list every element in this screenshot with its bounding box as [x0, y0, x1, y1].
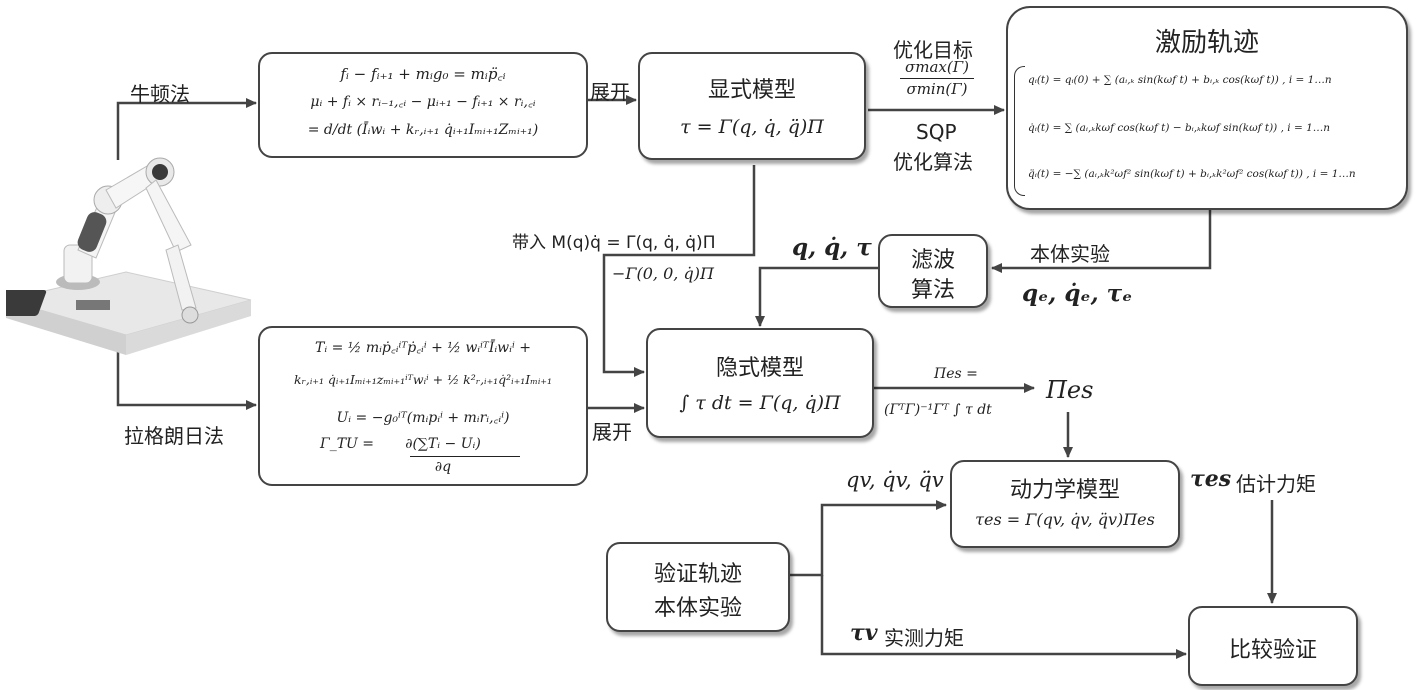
lagrange-eq-gamma-num: ∂(∑Tᵢ − Uᵢ) [405, 436, 481, 452]
measured-torque-symbol: τv [850, 620, 878, 646]
lagrange-eq-kinetic: Tᵢ = ½ mᵢṗ꜀ᵢⁱᵀṗ꜀ᵢⁱ + ½ wᵢⁱᵀĪᵢwᵢⁱ + [315, 340, 531, 356]
optimization-algorithm-label: 优化算法 [893, 150, 973, 174]
substitution-line-1: 带入 M(q)q̇ = Γ(q, q̇, q̇)Π [512, 233, 716, 253]
excitation-trajectory-title: 激励轨迹 [1154, 28, 1259, 58]
dynamics-model-title: 动力学模型 [1009, 478, 1120, 503]
estimated-torque-symbol: τes [1190, 466, 1232, 492]
implicit-model-equation: ∫ τ dt = Γ(q, q̇)Π [679, 392, 841, 414]
explicit-model-equation: τ = Γ(q, q̇, q̈)Π [680, 116, 824, 138]
excitation-eq-velocity: q̇ᵢ(t) = ∑ (aᵢ,ₖkωf cos(kωf t) − bᵢ,ₖkωf… [1028, 122, 1331, 134]
lagrange-eq-gamma-lhs: Γ_TU = [320, 436, 375, 452]
validation-trajectory-box: 验证轨迹 本体实验 [606, 542, 790, 632]
expand-label-top: 展开 [590, 80, 630, 104]
compare-verify-title: 比较验证 [1228, 638, 1317, 663]
pi-estimate-formula-top: Πes = [934, 366, 978, 382]
measured-torque-label: 实测力矩 [884, 626, 964, 650]
body-experiment-label: 本体实验 [1030, 242, 1110, 266]
filter-title-line-2: 算法 [910, 278, 955, 303]
newton-method-label: 牛顿法 [130, 82, 190, 106]
expand-label-bottom: 展开 [592, 420, 632, 444]
robot-arm-image [6, 157, 252, 355]
ratio-numerator: σmax(Γ) [905, 58, 969, 76]
lagrange-eq-gamma-den: ∂q [434, 459, 452, 475]
excitation-trajectory-box: 激励轨迹 qᵢ(t) = qᵢ(0) + ∑ (aᵢ,ₖ sin(kωf t) … [1006, 6, 1408, 210]
pi-estimate-result: Πes [1046, 376, 1094, 404]
explicit-model-title: 显式模型 [707, 78, 796, 103]
excitation-eq-position: qᵢ(t) = qᵢ(0) + ∑ (aᵢ,ₖ sin(kωf t) + bᵢ,… [1028, 74, 1332, 86]
explicit-model-box: 显式模型 τ = Γ(q, q̇, q̈)Π [638, 52, 866, 160]
lagrange-equations-box: Tᵢ = ½ mᵢṗ꜀ᵢⁱᵀṗ꜀ᵢⁱ + ½ wᵢⁱᵀĪᵢwᵢⁱ + kᵣ,ᵢ₊… [258, 326, 588, 486]
implicit-model-box: 隐式模型 ∫ τ dt = Γ(q, q̇)Π [646, 328, 874, 438]
excitation-eq-acceleration: q̈ᵢ(t) = −∑ (aᵢ,ₖk²ωf² sin(kωf t) + bᵢ,ₖ… [1028, 168, 1356, 180]
pi-estimate-formula-bottom: (ΓᵀΓ)⁻¹Γᵀ ∫ τ dt [884, 402, 992, 418]
experiment-signals-label: qₑ, q̇ₑ, τₑ [1022, 280, 1133, 307]
filtered-signals-label: q, q̇, τ [792, 234, 872, 261]
newton-equations-box: fᵢ − fᵢ₊₁ + mᵢg₀ = mᵢp̈꜀ᵢ μᵢ + fᵢ × rᵢ₋₁… [258, 52, 588, 158]
newton-eq-derivative: = d/dt (Īᵢwᵢ + kᵣ,ᵢ₊₁ q̇ᵢ₊₁Iₘᵢ₊₁Zₘᵢ₊₁) [307, 122, 539, 138]
dynamics-model-equation: τes = Γ(qv, q̇v, q̈v)Πes [975, 510, 1155, 529]
newton-eq-moment: μᵢ + fᵢ × rᵢ₋₁,꜀ᵢ − μᵢ₊₁ − fᵢ₊₁ × rᵢ,꜀ᵢ [310, 94, 536, 110]
lagrange-fraction-bar [410, 456, 520, 457]
ratio-fraction-bar [900, 78, 974, 79]
implicit-model-title: 隐式模型 [715, 356, 804, 381]
sqp-label: SQP [916, 120, 957, 144]
ratio-denominator: σmin(Γ) [906, 80, 968, 98]
newton-eq-force: fᵢ − fᵢ₊₁ + mᵢg₀ = mᵢp̈꜀ᵢ [340, 65, 506, 83]
validation-trajectory-line-2: 本体实验 [653, 596, 742, 621]
substitution-line-2: −Γ(0, 0, q̇)Π [612, 264, 714, 283]
dynamics-model-box: 动力学模型 τes = Γ(qv, q̇v, q̈v)Πes [950, 460, 1180, 548]
filter-title-line-1: 滤波 [910, 248, 955, 273]
compare-verify-box: 比较验证 [1188, 606, 1358, 686]
estimated-torque-label: 估计力矩 [1236, 472, 1316, 496]
lagrange-method-label: 拉格朗日法 [124, 424, 224, 448]
verify-signals-label: qv, q̇v, q̈v [846, 468, 944, 492]
lagrange-eq-kinetic-cont: kᵣ,ᵢ₊₁ q̇ᵢ₊₁Iₘᵢ₊₁zₘᵢ₊₁ⁱᵀwᵢⁱ + ½ k²ᵣ,ᵢ₊₁q… [293, 372, 553, 387]
optimization-target-label: 优化目标 [893, 38, 973, 62]
lagrange-eq-potential: Uᵢ = −g₀ⁱᵀ(mᵢpᵢⁱ + mᵢrᵢ,꜀ᵢⁱ) [336, 410, 510, 426]
filter-algorithm-box: 滤波 算法 [878, 234, 988, 308]
brace-icon [1014, 66, 1025, 196]
validation-trajectory-line-1: 验证轨迹 [653, 562, 742, 587]
